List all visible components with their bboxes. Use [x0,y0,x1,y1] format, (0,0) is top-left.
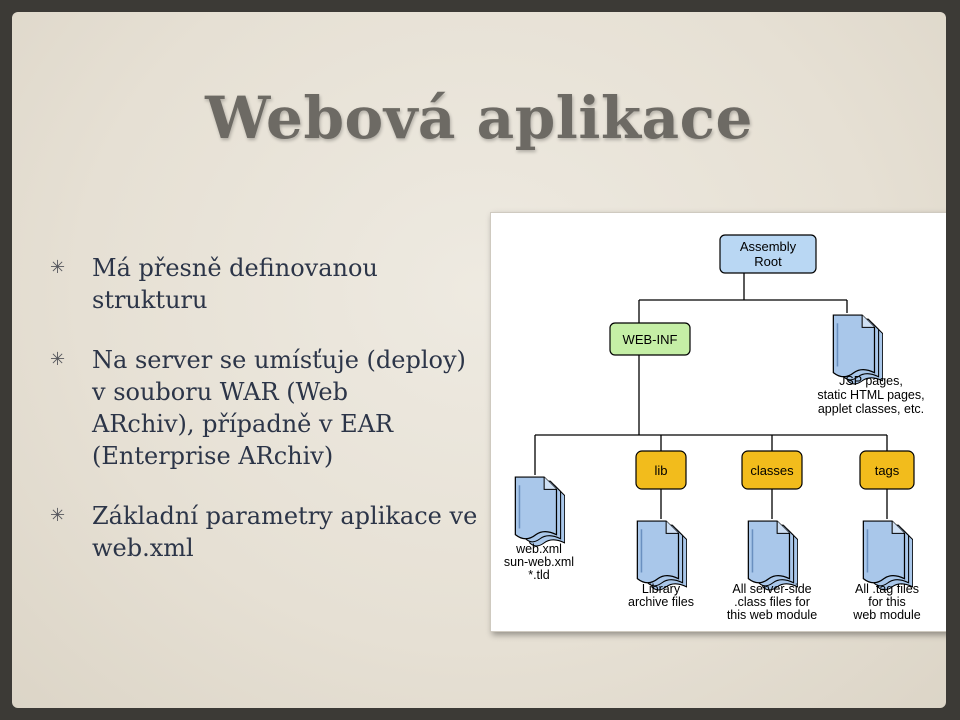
bullet-item: ✳ Má přesně definovanou strukturu [42,252,502,316]
document-stack-icon [636,520,687,591]
bullet-line: Má přesně definovanou [92,254,378,282]
caption-line: All .tag files [855,582,919,596]
folder-label: tags [875,463,900,478]
folder-label: lib [654,463,667,478]
caption-line: .class files for [734,595,810,609]
root-label-line: Root [754,254,782,269]
classes-caption: All server-side .class files for this we… [727,582,817,622]
tags-caption: All .tag files for this web module [852,582,920,622]
caption-line: static HTML pages, [817,388,924,402]
bullet-list: ✳ Má přesně definovanou strukturu ✳ Na s… [42,252,502,592]
jsp-caption: JSP pages, static HTML pages, applet cla… [817,374,924,416]
bullet-line: v souboru WAR (Web [92,378,348,406]
bullet-line: (Enterprise ARchiv) [92,442,334,470]
folder-label: classes [750,463,794,478]
diagram-canvas: Assembly Root WEB-INF JSP pages, static … [504,234,925,622]
assembly-root-node: Assembly Root [719,234,817,274]
root-label-line: Assembly [740,239,797,254]
asterisk-icon: ✳ [50,349,66,370]
caption-line: this web module [727,608,817,622]
caption-line: JSP pages, [839,374,903,388]
web-inf-label: WEB-INF [623,332,678,347]
caption-line: sun-web.xml [504,555,574,569]
caption-line: web module [852,608,920,622]
caption-line: web.xml [515,542,562,556]
caption-line: Library [642,582,681,596]
slide-title: Webová aplikace [205,84,753,152]
folder-node-classes: classes [741,450,803,490]
bullet-line: Základní parametry aplikace ve [92,502,478,530]
webxml-caption: web.xml sun-web.xml *.tld [504,542,574,582]
bullet-line: Na server se umísťuje (deploy) [92,346,466,374]
bullet-line: strukturu [92,286,208,314]
caption-line: archive files [628,595,694,609]
document-stack-icon [747,520,798,591]
bullet-line: web.xml [92,534,194,562]
slide: Webová aplikace ✳ Má přesně definovanou … [12,12,946,708]
folder-node-lib: lib [635,450,687,490]
web-inf-node: WEB-INF [609,322,691,356]
bullet-line: ARchiv), případně v EAR [92,410,394,438]
bullet-item: ✳ Základní parametry aplikace ve web.xml [42,500,502,564]
document-stack-icon [514,476,565,547]
bullet-item: ✳ Na server se umísťuje (deploy) v soubo… [42,344,502,472]
caption-line: for this [868,595,906,609]
caption-line: applet classes, etc. [818,402,924,416]
document-stack-icon [862,520,913,591]
asterisk-icon: ✳ [50,505,66,526]
folder-node-tags: tags [859,450,915,490]
tree-connectors [534,273,888,519]
war-structure-diagram: Assembly Root WEB-INF JSP pages, static … [490,212,946,632]
caption-line: *.tld [528,568,550,582]
caption-line: All server-side [732,582,811,596]
lib-caption: Library archive files [628,582,694,609]
asterisk-icon: ✳ [50,257,66,278]
